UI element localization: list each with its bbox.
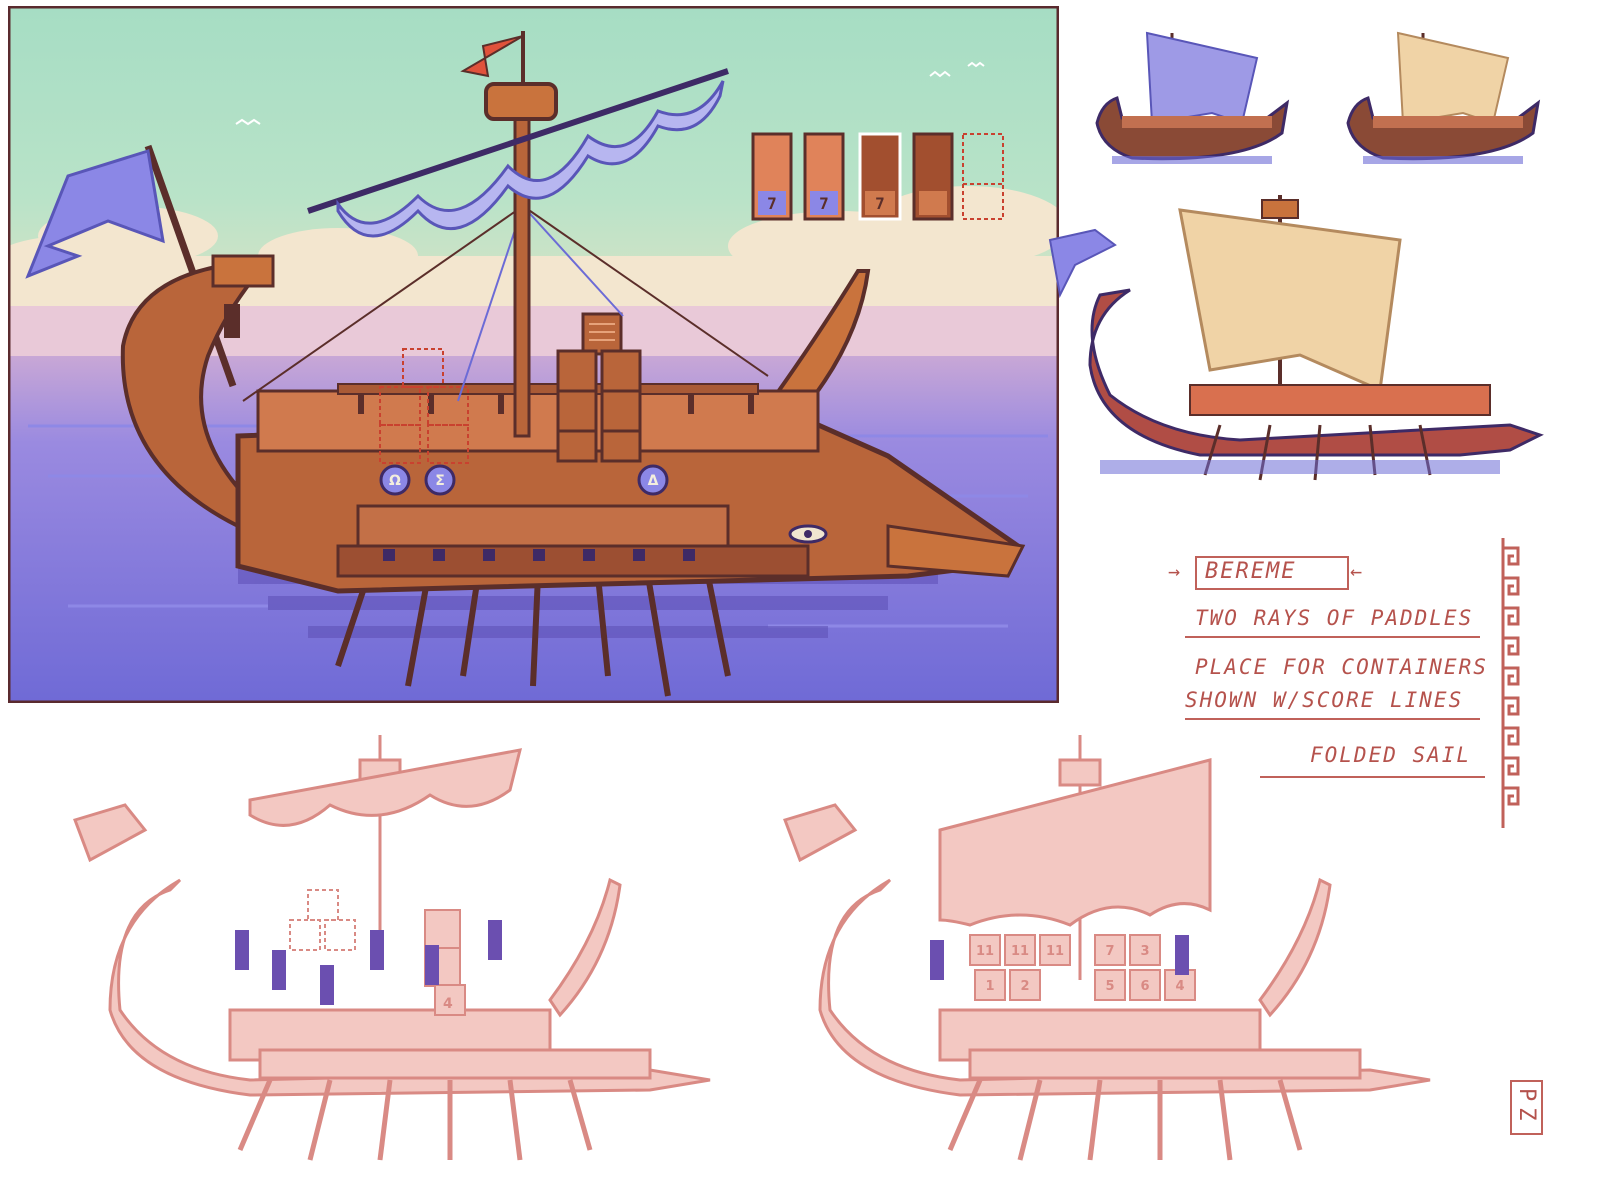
sketch-right-crate-3: 11	[1046, 944, 1064, 959]
crate-label-1: 7	[767, 194, 777, 213]
ram	[886, 524, 1026, 578]
birds	[235, 61, 985, 126]
panel-frame	[8, 6, 1059, 703]
sketch-right-crate-4: 1	[985, 979, 994, 994]
greek-key-border	[1500, 538, 1522, 828]
lantern	[224, 304, 240, 338]
sketch-right-crate-7: 5	[1105, 979, 1114, 994]
title-box	[1195, 556, 1349, 590]
sketch-right: 11 11 11 1 2 7 5 6 3 4	[770, 720, 1460, 1190]
title-arrow-right: ←	[1350, 559, 1365, 583]
sketch-right-crate-9: 3	[1140, 944, 1149, 959]
note-line-4: FOLDED SAIL	[1310, 743, 1472, 767]
rigging	[242, 205, 769, 402]
variant-ship-full	[1040, 185, 1545, 495]
deck	[256, 389, 820, 453]
soldier-figures	[235, 920, 502, 1005]
notes-title: BEREME	[1205, 559, 1297, 584]
sketch-left: 4	[50, 720, 730, 1190]
stern	[120, 258, 284, 528]
sketch-right-crate-6: 7	[1105, 944, 1114, 959]
main-illustration: Ω Σ Δ	[8, 6, 1059, 703]
shield-glyph-sigma: Σ	[435, 473, 445, 489]
shield-glyph-delta: Δ	[648, 473, 659, 489]
variant-ship-blue-sail	[1092, 28, 1292, 168]
furled-sail	[336, 80, 725, 238]
sketch-right-crate-2: 11	[1011, 944, 1029, 959]
deck-shields	[379, 464, 669, 496]
sketch-right-crate-5: 2	[1020, 979, 1029, 994]
shield-glyph-omega: Ω	[389, 473, 401, 489]
note-line-1: TWO RAYS OF PADDLES	[1195, 606, 1474, 630]
container-placeholders	[379, 348, 469, 464]
variant-ship-cream-sail	[1343, 28, 1543, 168]
masthead-flag	[460, 35, 524, 78]
crate-label-3: 7	[875, 194, 885, 213]
sketch-right-crate-10: 4	[1175, 979, 1184, 994]
note-line-2: PLACE FOR CONTAINERS	[1195, 655, 1488, 679]
title-arrow-left: →	[1168, 559, 1183, 583]
yard	[307, 68, 729, 214]
crows-nest	[484, 82, 558, 121]
sketch-left-crate-number: 4	[443, 996, 453, 1012]
crate-label-2: 7	[819, 194, 829, 213]
crate-legend	[751, 132, 1004, 221]
sketch-right-crate-8: 6	[1140, 979, 1149, 994]
artist-signature: PZ	[1510, 1080, 1543, 1135]
lower-oars	[335, 575, 731, 697]
sketch-right-crate-1: 11	[976, 944, 994, 959]
note-line-3: SHOWN W/SCORE LINES	[1185, 688, 1464, 712]
deck-crates	[556, 312, 642, 463]
stern-flag	[25, 149, 165, 279]
soldier-figures	[930, 935, 1189, 980]
